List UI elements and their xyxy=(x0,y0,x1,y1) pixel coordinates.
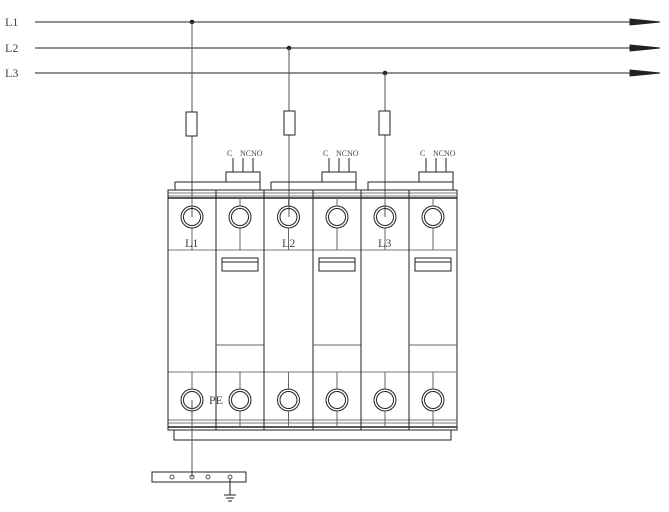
phase-line-l1 xyxy=(35,18,661,26)
line-label-l2: L2 xyxy=(5,41,18,55)
status-indicator-window xyxy=(318,257,356,272)
terminal-screw xyxy=(228,388,252,412)
remote-contact-block xyxy=(225,171,261,183)
module-top-cap xyxy=(174,181,261,191)
contact-label-no: NO xyxy=(251,149,263,158)
phase-line-l3 xyxy=(35,69,661,77)
ground-icon xyxy=(224,479,236,502)
status-indicator-window xyxy=(414,257,452,272)
status-indicator-window xyxy=(221,257,259,272)
terminal-label-l1: L1 xyxy=(185,236,198,250)
contact-label-nc: NC xyxy=(240,149,251,158)
fuse-l2 xyxy=(283,110,296,136)
terminal-label-l3: L3 xyxy=(378,236,391,250)
ground-bar xyxy=(151,471,247,483)
terminal-label-l2: L2 xyxy=(282,236,295,250)
contact-label-nc: NC xyxy=(433,149,444,158)
remote-contact-block xyxy=(321,171,357,183)
line-label-l1: L1 xyxy=(5,15,18,29)
contact-label-c: C xyxy=(420,149,425,158)
terminal-screw xyxy=(421,205,445,229)
terminal-screw xyxy=(277,388,300,412)
terminal-screw xyxy=(228,205,252,229)
contact-label-no: NO xyxy=(444,149,456,158)
module-top-cap xyxy=(367,181,454,191)
remote-contact-block xyxy=(418,171,454,183)
pe-label: PE xyxy=(209,393,223,407)
contact-label-c: C xyxy=(227,149,232,158)
fuse-l3 xyxy=(378,110,391,136)
fuse-l1 xyxy=(185,111,198,137)
terminal-screw xyxy=(421,388,445,412)
contact-label-c: C xyxy=(323,149,328,158)
line-label-l3: L3 xyxy=(5,66,18,80)
terminal-screw xyxy=(325,205,349,229)
module-top-cap xyxy=(270,181,357,191)
phase-line-l2 xyxy=(35,44,661,52)
contact-label-nc: NC xyxy=(336,149,347,158)
din-rail-base xyxy=(173,429,452,441)
contact-label-no: NO xyxy=(347,149,359,158)
terminal-screw xyxy=(325,388,349,412)
terminal-screw xyxy=(373,388,397,412)
